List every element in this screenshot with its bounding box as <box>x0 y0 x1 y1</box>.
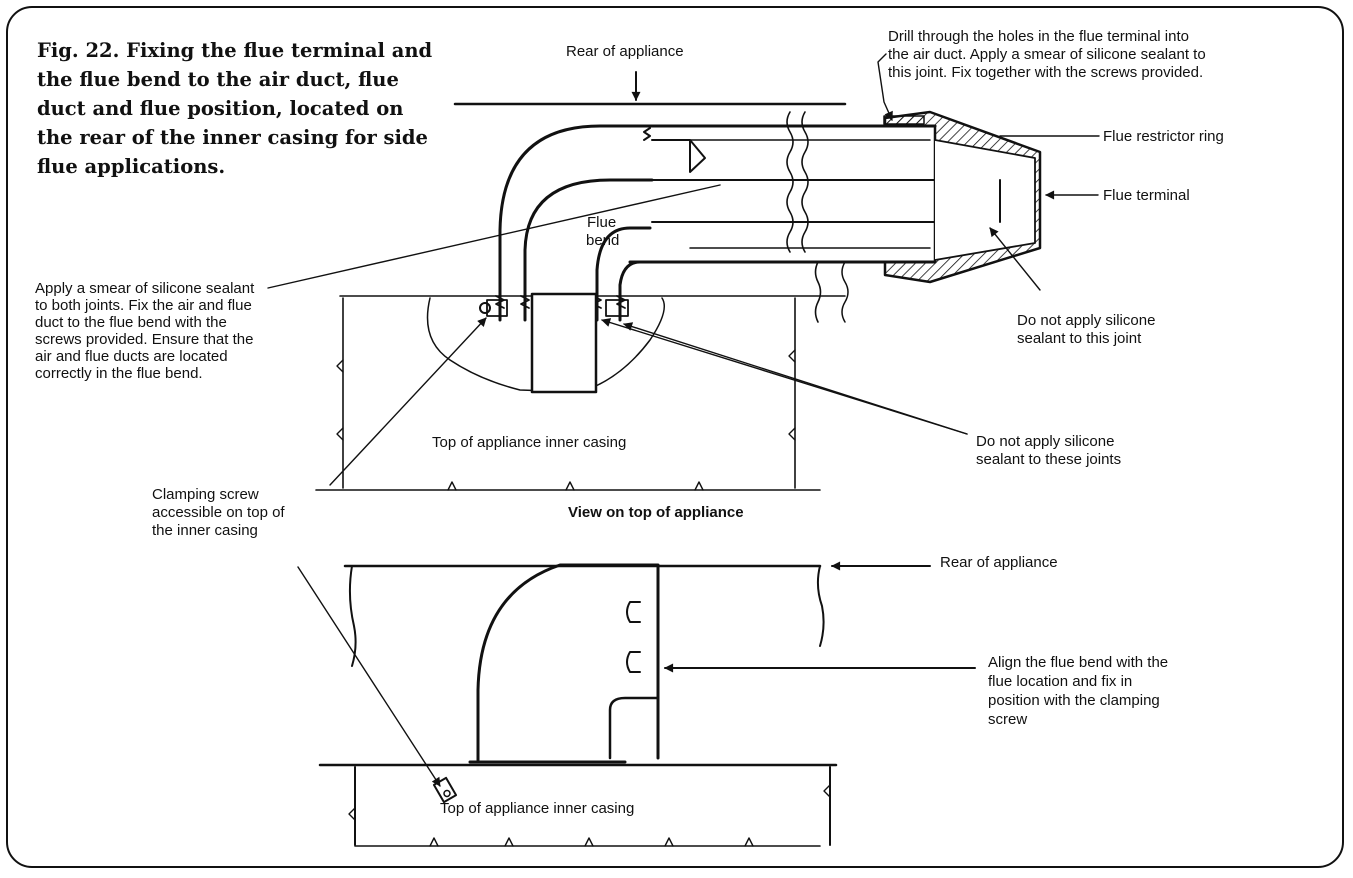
lower-rear-wall <box>343 564 825 667</box>
label-no-silicone-joint-2: sealant to this joint <box>1017 330 1142 347</box>
flue-bend-lower <box>468 563 660 764</box>
flue-terminal <box>883 110 1042 284</box>
label-flue-bend-2: bend <box>586 232 620 249</box>
label-align-note-3: position with the clamping <box>988 692 1160 709</box>
label-no-silicone-joints-1: Do not apply silicone <box>976 433 1115 450</box>
label-drill-note-2: the air duct. Apply a smear of silicone … <box>888 46 1206 63</box>
lower-casing <box>318 763 838 847</box>
label-flue-terminal: Flue terminal <box>1103 187 1190 204</box>
label-clamping-screw-3: the inner casing <box>152 522 258 539</box>
flue-bend-upper <box>498 124 706 322</box>
upper-casing-section <box>315 292 846 491</box>
label-rear-of-appliance-top: Rear of appliance <box>566 43 684 60</box>
air-duct <box>628 124 937 264</box>
label-no-silicone-joint-1: Do not apply silicone <box>1017 312 1156 329</box>
label-align-note-2: flue location and fix in <box>988 673 1133 690</box>
label-flue-restrictor-ring: Flue restrictor ring <box>1103 128 1224 145</box>
label-top-inner-casing-lower: Top of appliance inner casing <box>440 800 635 817</box>
terminal-break <box>841 261 849 323</box>
label-top-inner-casing-upper: Top of appliance inner casing <box>432 434 627 451</box>
label-silicone-joints-note: Apply a smear of silicone sealant to bot… <box>35 280 255 382</box>
leader-lines <box>267 53 1100 787</box>
label-no-silicone-joints-2: sealant to these joints <box>976 451 1122 468</box>
duct-break-marks <box>786 111 822 323</box>
label-clamping-screw-2: accessible on top of <box>152 504 285 521</box>
label-drill-note-3: this joint. Fix together with the screws… <box>888 64 1204 81</box>
label-clamping-screw-1: Clamping screw <box>152 486 259 503</box>
label-align-note-1: Align the flue bend with the <box>988 654 1169 671</box>
label-drill-note-1: Drill through the holes in the flue term… <box>888 28 1189 45</box>
figure-frame <box>6 6 1344 868</box>
label-view-on-top: View on top of appliance <box>568 504 744 521</box>
label-align-note-4: screw <box>988 711 1028 728</box>
figure-caption: Fig. 22. Fixing the flue terminal and th… <box>37 39 433 178</box>
label-flue-bend-1: Flue <box>587 214 617 231</box>
label-rear-of-appliance-lower: Rear of appliance <box>940 554 1058 571</box>
clamping-screw-upper <box>479 302 491 314</box>
